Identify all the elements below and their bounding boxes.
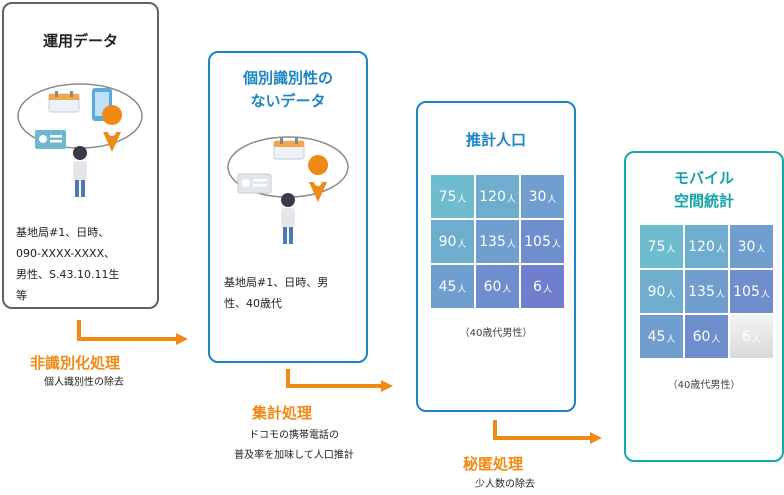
grid-cell-value: 135 xyxy=(479,233,506,250)
grid-cell-value: 6 xyxy=(533,278,542,295)
non-identifiable-data-illustration xyxy=(227,136,349,244)
arrow-1 xyxy=(77,320,178,341)
stage1-description: 基地局#1、日時、 090-XXXX-XXXX、 男性、S.43.10.11生 … xyxy=(16,226,120,302)
grid-cell-value: 45 xyxy=(647,328,666,345)
stage-operational-data: 運用データ 基地局#1、日時、 09 xyxy=(2,2,159,309)
grid-cell-unit: 人 xyxy=(502,285,512,295)
grid-cell-value: 105 xyxy=(733,283,760,300)
id-card-gray-icon xyxy=(237,173,272,194)
grid-cell-unit: 人 xyxy=(751,335,761,345)
grid-cell-unit: 人 xyxy=(542,285,552,295)
location-pin-icon xyxy=(102,105,123,152)
id-card-icon xyxy=(35,130,66,149)
arrow-3 xyxy=(493,420,592,440)
grid-cell-value: 60 xyxy=(483,278,502,295)
process-deidentification-title: 非識別化処理 xyxy=(30,354,121,372)
grid-cell-value: 120 xyxy=(688,238,715,255)
grid-cell-unit: 人 xyxy=(457,285,467,295)
stage3-note: （40歳代男性） xyxy=(459,328,533,339)
grid-cell-value: 30 xyxy=(528,188,547,205)
grid-cell-value: 6 xyxy=(742,328,751,345)
person-icon xyxy=(73,146,87,197)
calendar-icon xyxy=(48,91,80,113)
process-aggregation-subtitle: ドコモの携帯電話の 普及率を加味して人口推計 xyxy=(234,430,354,461)
grid-cell-value: 60 xyxy=(692,328,711,345)
process-deidentification-subtitle: 個人識別性の除去 xyxy=(44,377,124,388)
location-pin-icon xyxy=(308,155,329,202)
grid-cell-unit: 人 xyxy=(666,335,676,345)
grid-cell-unit: 人 xyxy=(457,195,467,205)
stage-non-identifiable-data: 個別識別性の ないデータ 基地局#1、日時、男 性、40歳代 xyxy=(208,51,368,363)
stage4-title-line2: 空間統計 xyxy=(673,192,734,210)
process-aggregation-title: 集計処理 xyxy=(252,404,313,422)
grid-cell-unit: 人 xyxy=(711,335,721,345)
arrow-2 xyxy=(286,369,383,388)
grid-cell-unit: 人 xyxy=(666,290,676,300)
grid-cell-unit: 人 xyxy=(715,245,725,255)
grid-cell-value: 90 xyxy=(647,283,666,300)
arrow-2-head xyxy=(381,380,393,392)
arrow-3-head xyxy=(590,432,602,444)
grid-cell-value: 135 xyxy=(688,283,715,300)
grid-cell-unit: 人 xyxy=(551,240,561,250)
calendar-icon xyxy=(273,138,305,160)
process-concealment-subtitle: 少人数の除去 xyxy=(475,479,535,490)
grid-cell-unit: 人 xyxy=(547,195,557,205)
grid-cell-unit: 人 xyxy=(666,245,676,255)
person-icon xyxy=(281,193,295,244)
grid-cell-value: 105 xyxy=(524,233,551,250)
arrow-1-head xyxy=(176,333,188,345)
grid-cell-unit: 人 xyxy=(506,240,516,250)
grid-cell-value: 30 xyxy=(737,238,756,255)
grid-cell-unit: 人 xyxy=(760,290,770,300)
grid-cell-unit: 人 xyxy=(457,240,467,250)
stage1-title: 運用データ xyxy=(42,32,118,50)
stage3-title: 推計人口 xyxy=(465,131,526,149)
grid-cell-value: 45 xyxy=(438,278,457,295)
stage4-title-line1: モバイル xyxy=(673,169,734,187)
stage2-title-line1: 個別識別性の xyxy=(242,69,333,87)
operational-data-illustration xyxy=(17,83,143,197)
process-concealment-title: 秘匿処理 xyxy=(463,455,524,473)
grid-cell-value: 120 xyxy=(479,188,506,205)
grid-cell-value: 90 xyxy=(438,233,457,250)
stage2-title-line2: ないデータ xyxy=(250,92,326,110)
grid-cell-unit: 人 xyxy=(715,290,725,300)
stage4-note: （40歳代男性） xyxy=(667,380,741,391)
grid-cell-value: 75 xyxy=(438,188,457,205)
grid-cell-unit: 人 xyxy=(756,245,766,255)
grid-cell-unit: 人 xyxy=(506,195,516,205)
grid-cell-value: 75 xyxy=(647,238,666,255)
stage2-description: 基地局#1、日時、男 性、40歳代 xyxy=(224,276,329,310)
